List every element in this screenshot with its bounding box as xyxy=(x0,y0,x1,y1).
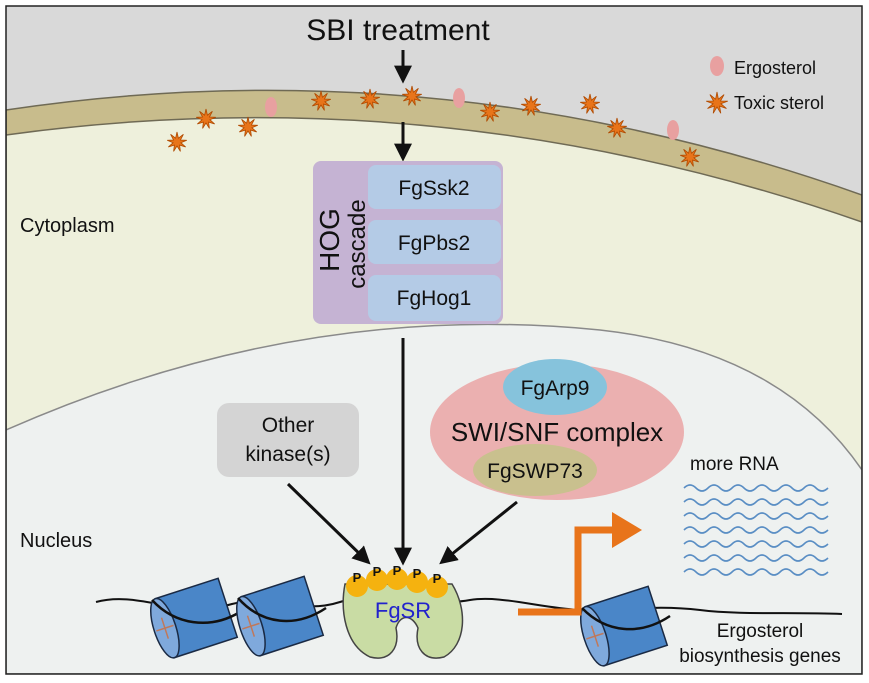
toxic-sterol-icon xyxy=(521,95,541,116)
phospho-site xyxy=(366,569,388,591)
ergosterol-icon xyxy=(453,88,465,108)
fgswp73-label: FgSWP73 xyxy=(487,460,583,483)
toxic-sterol-icon xyxy=(580,93,600,114)
ergosterol-icon xyxy=(265,97,277,117)
phospho-label: P xyxy=(373,564,382,579)
transcription-arrow xyxy=(518,526,622,616)
title: SBI treatment xyxy=(306,14,490,47)
kinase-box-fgssk2 xyxy=(368,165,501,209)
fgsr-protein xyxy=(342,583,464,659)
arrow-other-kinase-to-fgsr xyxy=(286,482,371,565)
phospho-label: P xyxy=(433,571,442,586)
kinase-box-fgpbs2 xyxy=(368,220,501,264)
toxic-sterol-icon xyxy=(167,131,187,152)
rna-strand xyxy=(683,554,829,562)
phospho-site xyxy=(426,576,448,598)
rna-transcripts xyxy=(683,484,829,576)
nucleus-label: Nucleus xyxy=(20,530,92,552)
fgsr-label: FgSR xyxy=(375,598,431,623)
toxic-sterol-icon xyxy=(607,117,627,138)
toxic-sterol-icon xyxy=(680,146,700,167)
kinase-label-fgpbs2: FgPbs2 xyxy=(398,232,470,255)
nucleosome-3 xyxy=(579,585,671,667)
legend-toxic-sterol-label: Toxic sterol xyxy=(734,93,824,113)
rna-strand xyxy=(683,512,829,520)
toxic-sterol-icon xyxy=(706,91,728,114)
other-kinase-box xyxy=(217,403,359,477)
frame-border xyxy=(5,5,863,675)
toxic-sterol-icon xyxy=(480,101,500,122)
other-kinase-line2: kinase(s) xyxy=(245,443,330,466)
other-kinase-line1: Other xyxy=(262,414,315,437)
rna-strand xyxy=(683,498,829,506)
phospho-label: P xyxy=(393,563,402,578)
nucleosome-1 xyxy=(149,577,241,659)
phospho-site xyxy=(406,571,428,593)
rna-strand xyxy=(683,526,829,534)
ergosterol-legend-icon xyxy=(710,56,724,76)
fgarp9-label: FgArp9 xyxy=(521,377,590,400)
cascade-label: cascade xyxy=(344,199,371,288)
toxic-sterol-icon xyxy=(311,90,331,111)
genes-label-line2: biosynthesis genes xyxy=(679,646,841,667)
toxic-sterol-icon xyxy=(402,85,422,106)
phospho-site xyxy=(346,575,368,597)
genes-label-line1: Ergosterol xyxy=(717,621,804,642)
swi-snf-label: SWI/SNF complex xyxy=(451,417,663,447)
nucleosome-2 xyxy=(235,575,327,657)
hog-label: HOG xyxy=(314,208,345,272)
toxic-sterol-legend-icon xyxy=(706,91,728,114)
rna-strand xyxy=(683,484,829,492)
fgarp9-subunit xyxy=(503,359,607,415)
phospho-label: P xyxy=(413,566,422,581)
phospho-site xyxy=(386,568,408,590)
fgswp73-subunit xyxy=(473,444,597,496)
kinase-box-fghog1 xyxy=(368,275,501,321)
cytoplasm-label: Cytoplasm xyxy=(20,215,114,237)
legend-ergosterol-label: Ergosterol xyxy=(734,58,816,78)
ergosterol-icon xyxy=(667,120,679,140)
kinase-label-fgssk2: FgSsk2 xyxy=(398,177,469,200)
hog-cascade-label: HOG cascade xyxy=(314,199,371,288)
phospho-label: P xyxy=(353,570,362,585)
rna-strand xyxy=(683,568,829,576)
toxic-sterol-icon xyxy=(238,116,258,137)
transcription-arrowhead xyxy=(612,512,642,548)
toxic-sterol-icon xyxy=(360,88,380,109)
more-rna-label: more RNA xyxy=(690,454,779,475)
dna-strand xyxy=(95,594,843,615)
rna-strand xyxy=(683,540,829,548)
arrow-swi-snf-to-fgsr xyxy=(439,500,518,565)
membrane-sterols xyxy=(167,85,700,167)
nuclear-pore xyxy=(385,330,427,342)
kinase-label-fghog1: FgHog1 xyxy=(397,287,472,310)
toxic-sterol-icon xyxy=(196,108,216,129)
